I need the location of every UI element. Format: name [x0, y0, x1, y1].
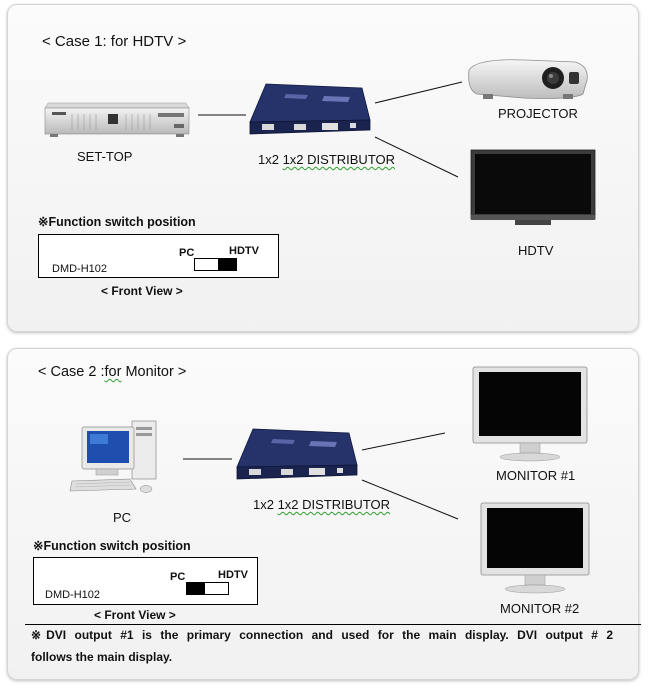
monitor1-image: [472, 366, 588, 462]
distributor-size: 1x2: [253, 497, 278, 512]
case2-switch-pc-label: PC: [170, 571, 186, 583]
case2-function-switch[interactable]: [186, 582, 229, 595]
note-divider: [25, 624, 641, 625]
distributor-word: 1x2 DISTRIBUTOR: [277, 497, 391, 512]
case2-title-text: < Case 2 :for Monitor >: [38, 364, 187, 380]
projector-image: [468, 59, 588, 99]
case2-title-for-word: for: [104, 364, 122, 380]
case2-front-panel: [33, 557, 258, 605]
case2-title: < Case 2 :for Monitor >: [38, 364, 186, 380]
distributor-image: [249, 83, 371, 135]
settop-box-image: [44, 102, 190, 137]
case1-switch-knob: [218, 259, 236, 270]
pc-label: PC: [113, 510, 132, 525]
distributor-label: 1x2 1x2 DISTRIBUTOR: [253, 497, 390, 512]
pc-image: [69, 420, 157, 493]
case2-model-label: DMD-H102: [45, 589, 101, 601]
case1-function-switch[interactable]: [194, 258, 237, 271]
monitor1-label: MONITOR #1: [496, 468, 576, 483]
projector-label: PROJECTOR: [498, 106, 578, 121]
distributor-image: [236, 428, 358, 480]
note-line-1: ※DVI output #1 is the primary connection…: [31, 628, 613, 642]
case2-switch-hdtv-label: HDTV: [218, 569, 248, 581]
distributor-size: 1x2: [258, 152, 283, 167]
distributor-to-monitor2-line: [361, 479, 459, 520]
monitor2-label: MONITOR #2: [500, 601, 580, 616]
case1-model-label: DMD-H102: [52, 263, 108, 275]
distributor-to-projector-line: [374, 81, 463, 104]
case1-switch-heading: ※Function switch position: [38, 215, 196, 229]
monitor2-image: [480, 502, 590, 594]
distributor-to-hdtv-line: [374, 136, 459, 178]
case1-front-panel: [38, 234, 279, 278]
note-text: ※DVI output #1 is the primary connection…: [31, 624, 613, 668]
settop-label: SET-TOP: [77, 149, 133, 164]
case1-switch-pc-label: PC: [179, 247, 195, 259]
distributor-label: 1x2 1x2 DISTRIBUTOR: [258, 152, 395, 167]
case1-title: < Case 1: for HDTV >: [42, 33, 187, 50]
distributor-to-monitor1-line: [361, 432, 446, 451]
case2-switch-heading: ※Function switch position: [33, 539, 191, 553]
hdtv-image: [470, 149, 596, 225]
note-line-2: follows the main display.: [31, 650, 173, 664]
case1-switch-hdtv-label: HDTV: [229, 245, 259, 257]
distributor-word: 1x2 DISTRIBUTOR: [282, 152, 396, 167]
case2-switch-knob: [187, 583, 205, 594]
case2-front-view-caption: < Front View >: [94, 608, 176, 622]
case1-front-view-caption: < Front View >: [101, 284, 183, 298]
hdtv-label: HDTV: [518, 243, 554, 258]
